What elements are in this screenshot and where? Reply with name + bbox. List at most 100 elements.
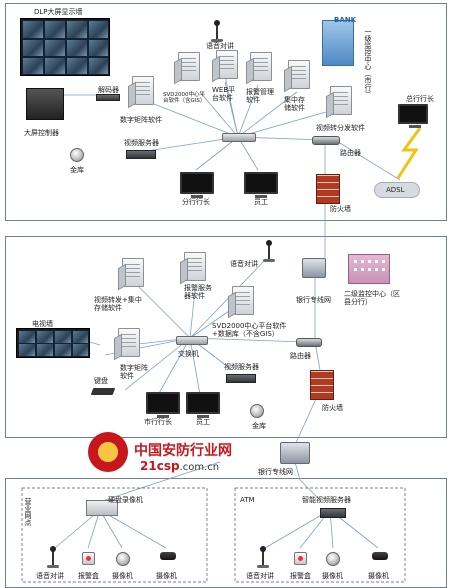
wall-tile	[22, 57, 44, 75]
wall-tile	[18, 330, 36, 344]
video-server-label: 视频服务器	[124, 139, 159, 147]
watermark-logo	[88, 432, 128, 472]
wall-tile	[36, 343, 54, 357]
bank-network-node	[280, 442, 310, 464]
dlp-video-wall	[20, 18, 110, 76]
voice-intercom-label: 语音对讲	[230, 260, 258, 268]
center-label: 一级监控中心（市行）	[364, 28, 372, 98]
camera-label: 摄像机	[156, 572, 177, 580]
firewall-wall	[316, 174, 340, 204]
adsl-label: ADSL	[386, 186, 405, 194]
camera-dome	[326, 552, 340, 566]
svd-platform-server	[232, 286, 254, 315]
wall-tile	[88, 57, 109, 75]
keyboard-label: 键盘	[94, 377, 108, 385]
alarm-box-label: 报警盒	[290, 572, 311, 580]
router-device	[296, 338, 322, 347]
wall-tile	[54, 343, 72, 357]
voice-intercom-mic	[47, 546, 59, 568]
city-president-label: 市行行长	[144, 418, 172, 426]
firewall-label: 防火墙	[322, 404, 343, 412]
voice-intercom-label: 语音对讲	[36, 572, 64, 580]
core-switch	[222, 133, 256, 142]
wall-tile	[72, 343, 89, 357]
wall-tile	[66, 20, 88, 39]
vault-camera	[70, 148, 84, 162]
alarm-mgmt-server	[250, 52, 272, 81]
atm-label: ATM	[240, 496, 255, 504]
alarm-mgmt-label: 报警管理软件	[246, 88, 274, 104]
tv-wall-label: 电视墙	[32, 320, 53, 328]
staff-monitor	[244, 172, 278, 198]
decoder-label: 解码器	[98, 86, 119, 94]
dvr-label: 硬盘录像机	[108, 496, 143, 504]
wall-tile	[22, 39, 44, 57]
outlet-name-label: 营业网点	[24, 498, 32, 526]
router-device	[312, 136, 340, 145]
wall-tile	[88, 39, 109, 57]
video-server-label: 视频服务器	[224, 363, 259, 371]
wall-tile	[88, 20, 109, 39]
bank-network-node	[302, 258, 326, 278]
watermark-url-red: 21csp	[140, 459, 180, 473]
smart-video-server	[320, 508, 346, 518]
voice-intercom-label: 语音对讲	[206, 42, 234, 50]
big-screen-controller-label: 大屏控制器	[24, 129, 59, 137]
alarm-server-label: 报警服务器软件	[184, 284, 212, 300]
web-platform-server	[216, 50, 238, 79]
alarm-server	[184, 252, 206, 281]
secondary-center-label: 二级监控中心（区县分行）	[344, 290, 400, 306]
firewall-label: 防火墙	[330, 205, 351, 213]
video-server-device	[126, 150, 156, 159]
camera-gun	[160, 552, 176, 560]
general-branch-label: 总行行长	[406, 95, 434, 103]
voice-intercom-mic	[211, 20, 223, 42]
forward-storage-label: 视频转发+集中存储软件	[94, 296, 142, 312]
voice-intercom-mic	[257, 546, 269, 568]
wall-tile	[44, 39, 66, 57]
wall-tile	[66, 39, 88, 57]
bank-network-label: 银行专线网	[258, 468, 293, 476]
forward-software-label: 视频转分发软件	[316, 124, 365, 132]
voice-intercom-mic	[263, 240, 275, 262]
router-label: 路由器	[290, 352, 311, 360]
watermark-url: 21csp.com.cn	[140, 459, 219, 473]
bank-network-label: 银行专线网	[296, 296, 331, 304]
forward-storage-server	[122, 258, 144, 287]
forward-software-server	[330, 86, 352, 115]
camera-label: 摄像机	[322, 572, 343, 580]
firewall-wall	[310, 370, 334, 400]
alarm-box-label: 报警盒	[78, 572, 99, 580]
alarm-box	[294, 552, 307, 565]
vault-label: 金库	[252, 422, 266, 430]
staff-label: 员工	[254, 198, 268, 206]
vault-label: 金库	[70, 166, 84, 174]
wall-tile	[36, 330, 54, 344]
wall-tile	[44, 57, 66, 75]
central-storage-server	[288, 60, 310, 89]
camera-label: 摄像机	[368, 572, 389, 580]
core-switch	[176, 336, 208, 345]
adsl-cloud	[374, 182, 420, 198]
general-branch-monitor	[398, 104, 428, 128]
central-storage-label: 集中存储软件	[284, 96, 305, 112]
smart-server-label: 智能视频服务器	[302, 496, 351, 504]
camera-label: 摄像机	[112, 572, 133, 580]
switch-label: 交换机	[178, 350, 199, 358]
branch-president-label: 分行行长	[182, 198, 210, 206]
svd-platform-label: SVD2000中心平台软件（含GIS）	[163, 92, 206, 104]
staff-label: 员工	[196, 418, 210, 426]
bank-building	[322, 20, 354, 66]
dlp-wall-label: DLP大屏显示墙	[34, 8, 83, 16]
bank-sign: BANK	[334, 16, 357, 24]
vault-camera	[250, 404, 264, 418]
control-keyboard	[90, 388, 116, 395]
matrix-software-label: 数字矩阵软件	[120, 364, 148, 380]
voice-intercom-label: 语音对讲	[246, 572, 274, 580]
big-screen-controller	[26, 88, 64, 120]
alarm-box	[82, 552, 95, 565]
secondary-center-building	[348, 254, 390, 284]
wall-tile	[22, 20, 44, 39]
web-platform-label: WEB平台软件	[212, 86, 236, 102]
wall-tile	[44, 20, 66, 39]
